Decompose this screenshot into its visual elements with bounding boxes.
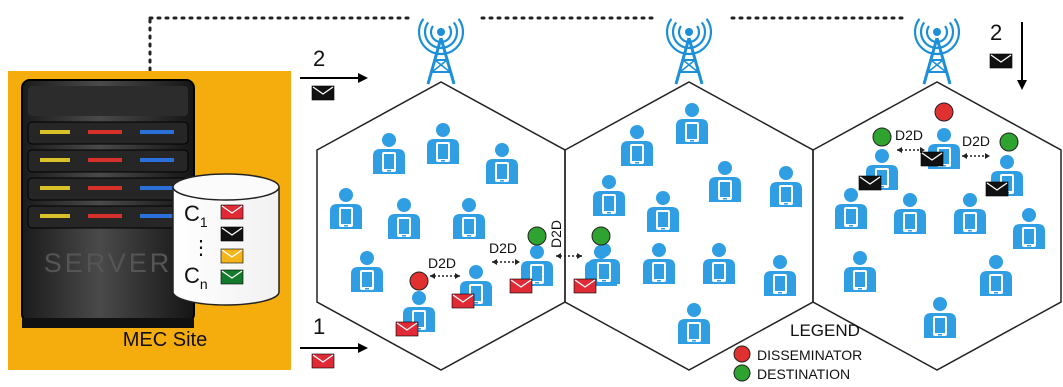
arrow-2-left-label: 2 <box>313 46 325 71</box>
user-icon <box>703 243 735 284</box>
user-icon <box>588 243 620 284</box>
arrow-2-left-message <box>311 85 335 101</box>
legend: LEGEND DISSEMINATOR DESTINATION <box>733 321 862 382</box>
legend-disseminator-marker <box>733 345 751 363</box>
d2d-link <box>430 273 460 279</box>
user-icon <box>453 198 485 239</box>
d2d-label: D2D <box>895 127 923 143</box>
user-message-black <box>985 181 1009 197</box>
arrow-1-label: 1 <box>313 314 325 339</box>
cache-message-red <box>220 204 244 220</box>
backhaul-link <box>148 16 907 72</box>
user-icon <box>980 255 1012 296</box>
destination-marker <box>999 132 1019 152</box>
destination-marker <box>591 226 611 246</box>
arrow-1: 1 <box>300 314 368 353</box>
arrow-1-message <box>311 353 335 369</box>
user-icon <box>764 255 796 296</box>
user-icon <box>647 191 679 232</box>
destination-marker <box>527 226 547 246</box>
legend-destination-label: DESTINATION <box>757 366 850 382</box>
cache-message-black <box>220 226 244 242</box>
disseminator-marker <box>409 271 429 291</box>
d2d-link <box>556 253 582 259</box>
cache-entry-first: C1 <box>184 201 208 230</box>
user-icon <box>621 125 653 166</box>
user-icon <box>678 303 710 344</box>
d2d-link <box>492 259 520 265</box>
user-icon <box>388 198 420 239</box>
arrow-2-right-label: 2 <box>990 20 1002 45</box>
arrow-2-left: 2 <box>300 46 368 83</box>
d2d-label: D2D <box>428 255 456 271</box>
user-icon <box>676 103 708 144</box>
legend-disseminator-label: DISSEMINATOR <box>757 347 862 363</box>
user-icon <box>351 251 383 292</box>
destination-marker <box>872 127 892 147</box>
d2d-link <box>897 147 925 153</box>
disseminator-marker <box>934 102 954 122</box>
server-icon: SERVER <box>21 79 195 328</box>
user-icon <box>835 188 867 229</box>
cache-message-yellow <box>220 248 244 264</box>
user-icon <box>954 193 986 234</box>
user-message-black <box>858 175 882 191</box>
cell-right <box>812 81 1062 371</box>
cell-tower-icon <box>665 18 713 85</box>
cache-entry-last: Cn <box>184 263 208 292</box>
legend-title: LEGEND <box>790 321 860 340</box>
mec-site-label: MEC Site <box>123 329 207 351</box>
server-label: SERVER <box>44 248 173 278</box>
user-message-red <box>395 321 419 337</box>
cache-database-icon: C1 ⋮ Cn <box>172 173 280 306</box>
user-icon <box>770 166 802 207</box>
user-icon <box>1013 208 1045 249</box>
cache-ellipsis: ⋮ <box>191 237 211 259</box>
mec-site: SERVER C1 ⋮ Cn MEC Site <box>8 71 291 370</box>
user-icon <box>427 123 459 164</box>
user-icon <box>486 143 518 184</box>
user-icon <box>373 133 405 174</box>
user-message-red <box>573 278 597 294</box>
arrow-2-right: 2 <box>990 20 1027 90</box>
d2d-label: D2D <box>489 240 517 256</box>
d2d-label: D2D <box>962 133 990 149</box>
cell-tower-icon <box>417 18 465 85</box>
cache-message-green <box>220 269 244 285</box>
user-icon <box>709 161 741 202</box>
user-icon <box>643 243 675 284</box>
user-icon <box>330 188 362 229</box>
d2d-label: D2D <box>548 220 564 248</box>
user-icon <box>593 175 625 216</box>
user-icon <box>924 297 956 338</box>
user-message-black <box>920 151 944 167</box>
user-icon <box>844 251 876 292</box>
d2d-link <box>962 153 990 159</box>
user-message-red <box>451 293 475 309</box>
user-icon <box>894 193 926 234</box>
legend-destination-marker <box>733 364 751 382</box>
cell-tower-icon <box>913 18 961 85</box>
user-message-red <box>509 278 533 294</box>
arrow-2-right-message <box>989 53 1013 69</box>
